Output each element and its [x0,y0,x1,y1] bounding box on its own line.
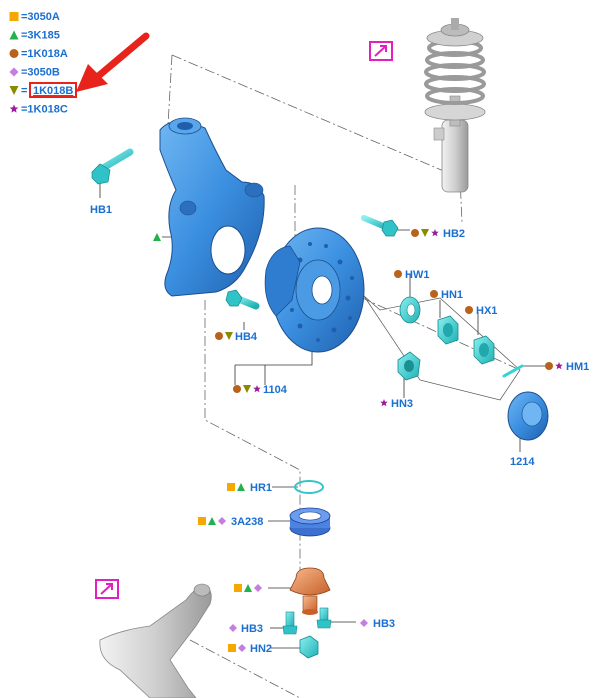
steering-knuckle [159,117,265,297]
hub-disc-assembly [264,227,365,353]
triangle-up-symbol-icon [9,30,19,40]
callout-icon-strut[interactable] [369,41,393,61]
triangle-up-symbol-icon [244,584,252,592]
part-labels: HB1 HB2 HB4 1104 HW1 HN1 HX1 HM1 HN3 121… [90,204,589,655]
square-symbol-icon [227,483,235,491]
diamond-symbol-icon [254,584,262,592]
diamond-symbol-icon [9,67,19,77]
circle-symbol-icon [411,229,419,237]
star-symbol-icon [555,362,563,370]
label-hn1[interactable]: HN1 [441,289,463,301]
knuckle-upper-line [167,54,173,126]
triangle-up-symbol-icon [237,483,245,491]
bolt-hb2 [361,215,399,237]
triangle-down-symbol-icon [421,229,429,237]
strut-assembly [424,18,486,193]
hub-to-nut-line [344,289,521,371]
circle-symbol-icon [233,385,241,393]
label-hn3[interactable]: HN3 [391,398,413,410]
nut-hn2 [299,635,319,659]
legend-entry-highlighted[interactable]: 1K018B [33,85,73,97]
knuckle-down-line [204,300,301,590]
square-symbol-icon [234,584,242,592]
washer-hw1 [399,296,421,324]
label-symbol-markers [153,229,563,652]
diamond-symbol-icon [218,517,226,525]
ball-joint [289,567,331,615]
bolt-hb3-right [316,607,332,629]
snap-ring-hr1 [294,480,324,494]
label-hw1[interactable]: HW1 [405,269,429,281]
triangle-down-symbol-icon [243,385,251,393]
star-symbol-icon [9,104,19,113]
circle-symbol-icon [545,362,553,370]
label-1104[interactable]: 1104 [263,384,288,396]
bolt-hb4 [225,289,260,310]
circle-symbol-icon [394,270,402,278]
square-symbol-icon [198,517,206,525]
circle-symbol-icon [215,332,223,340]
legend-entry-5: =1K018C [21,104,68,116]
lower-arm-line [189,639,301,698]
nut-hn3 [397,351,421,381]
nut-hn1 [437,315,459,345]
label-3a238[interactable]: 3A238 [231,516,263,528]
red-arrow-icon [76,32,150,92]
square-symbol-icon [9,12,19,21]
dust-cap-1214 [507,391,549,441]
circle-symbol-icon [430,290,438,298]
label-hb1[interactable]: HB1 [90,204,112,216]
bolt-hb1 [91,148,134,185]
label-hr1[interactable]: HR1 [250,482,272,494]
label-hb3-right[interactable]: HB3 [373,618,395,630]
lower-control-arm [99,583,212,698]
triangle-up-symbol-icon [153,233,161,241]
star-symbol-icon [431,229,439,237]
legend-entry-4: = [21,85,27,97]
triangle-down-symbol-icon [225,332,233,340]
leader-lines [99,179,548,649]
triangle-up-symbol-icon [208,517,216,525]
star-symbol-icon [253,385,261,393]
square-symbol-icon [228,644,236,652]
legend-entry-3: =3050B [21,67,60,79]
label-hb4[interactable]: HB4 [235,331,258,343]
circle-symbol-icon [9,49,19,58]
star-symbol-icon [380,399,388,407]
legend: =3050A =3K185 =1K018A =3050B = 1K018B =1K018C [9,11,77,116]
pin-hm1 [502,364,524,378]
triangle-down-symbol-icon [9,86,19,95]
bolt-hb3-left [282,611,298,635]
diamond-symbol-icon [229,624,237,632]
label-hb2[interactable]: HB2 [443,228,465,240]
label-hm1[interactable]: HM1 [566,361,589,373]
legend-entry-0: =3050A [21,11,60,23]
legend-entry-1: =3K185 [21,30,60,42]
ring-3a238 [289,507,331,537]
callout-icon-arm[interactable] [95,579,119,599]
label-hb3-left[interactable]: HB3 [241,623,263,635]
diamond-symbol-icon [360,619,368,627]
label-hx1[interactable]: HX1 [476,305,497,317]
diamond-symbol-icon [238,644,246,652]
highlight-box [29,82,77,98]
label-hn2[interactable]: HN2 [250,643,272,655]
circle-symbol-icon [465,306,473,314]
label-1214[interactable]: 1214 [510,456,535,468]
legend-entry-2: =1K018A [21,48,68,60]
nut-hx1 [473,335,495,365]
